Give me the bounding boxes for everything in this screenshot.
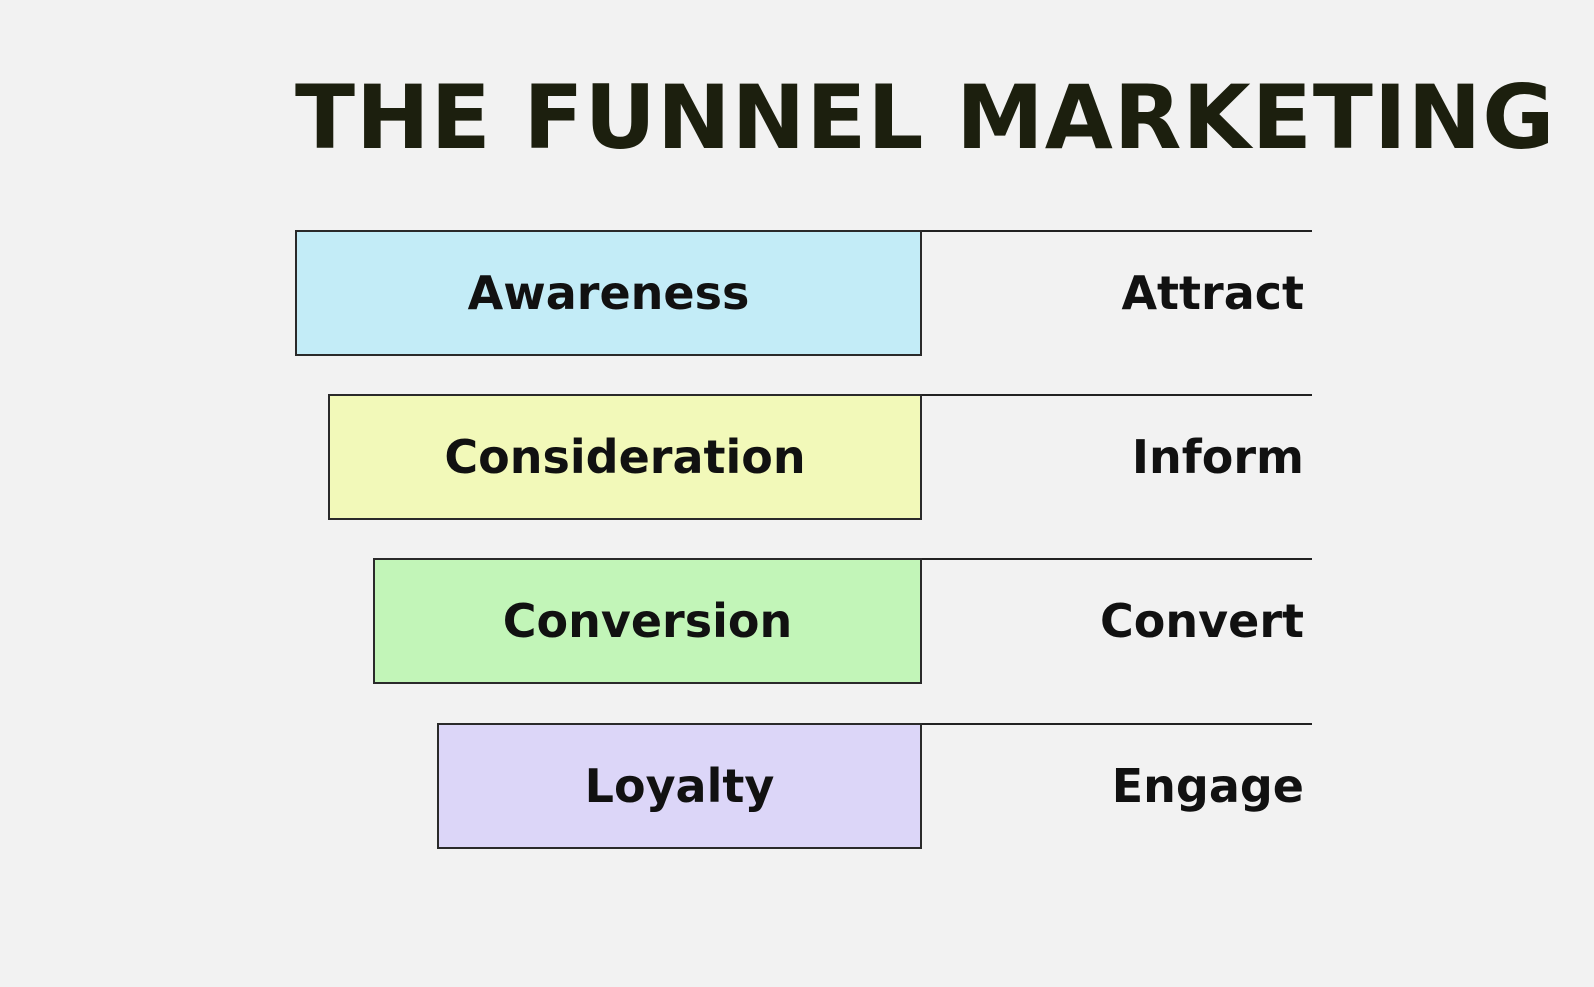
row-divider-awareness	[920, 230, 1312, 232]
stage-loyalty: Loyalty	[437, 723, 922, 849]
action-convert: Convert	[1100, 594, 1304, 648]
action-engage: Engage	[1111, 759, 1304, 813]
stage-consideration: Consideration	[328, 394, 922, 520]
stage-awareness: Awareness	[295, 230, 922, 356]
row-divider-loyalty	[920, 723, 1312, 725]
row-divider-conversion	[920, 558, 1312, 560]
action-inform: Inform	[1131, 430, 1304, 484]
page-title: THE FUNNEL MARKETING	[295, 66, 1556, 169]
row-divider-consideration	[920, 394, 1312, 396]
action-attract: Attract	[1121, 266, 1304, 320]
stage-conversion: Conversion	[373, 558, 922, 684]
